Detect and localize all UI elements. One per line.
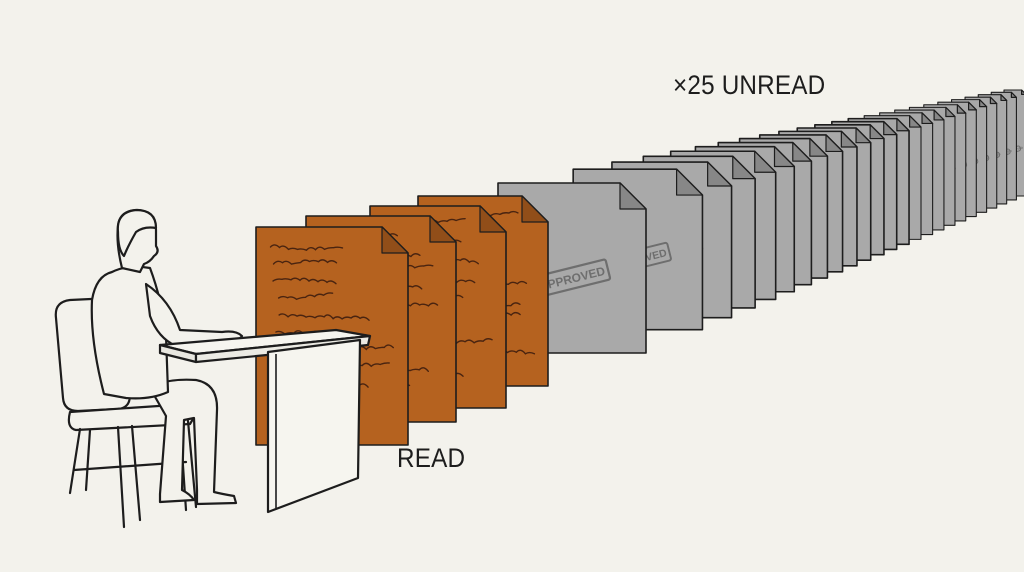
person-arm	[144, 282, 244, 348]
folded-corner	[773, 146, 795, 168]
folded-corner	[792, 141, 813, 162]
folded-corner	[840, 130, 858, 148]
person-hair	[116, 208, 158, 258]
folded-corner	[707, 161, 733, 187]
folded-corner	[979, 99, 988, 108]
person-legs	[148, 378, 238, 506]
folded-corner	[809, 137, 829, 157]
folded-corner	[855, 127, 872, 144]
scribble	[269, 244, 344, 252]
scribble	[272, 277, 337, 285]
folded-corner	[945, 106, 956, 118]
person-torso	[90, 265, 170, 400]
folded-corner	[1010, 91, 1018, 98]
desk	[158, 328, 372, 514]
folded-corner	[869, 124, 885, 140]
folded-corner	[921, 112, 934, 125]
scribble	[278, 313, 370, 321]
folded-corner	[521, 195, 549, 223]
folded-corner	[909, 115, 922, 128]
unread-documents: APPROVEDAPPROVEDAPPROVEDAPPROVEDAPPROVED…	[497, 89, 1024, 354]
folded-corner	[883, 121, 898, 136]
folded-corner	[1000, 94, 1008, 102]
folded-corner	[429, 215, 457, 243]
folded-corner	[825, 134, 844, 153]
folded-corner	[479, 205, 507, 233]
person	[90, 208, 244, 506]
folded-corner	[754, 150, 777, 173]
folded-corner	[896, 118, 910, 132]
folded-corner	[619, 182, 647, 210]
folded-corner	[381, 226, 409, 254]
folded-corner	[933, 109, 945, 121]
folded-corner	[968, 101, 977, 111]
scribble	[272, 259, 338, 265]
unread-count-label: ×25 UNREAD	[673, 70, 826, 100]
folded-corner	[675, 168, 704, 196]
desk-side-panel	[266, 338, 362, 514]
read-label: READ	[397, 443, 466, 473]
scribble	[277, 292, 334, 301]
folded-corner	[956, 104, 967, 114]
folded-corner	[732, 155, 756, 180]
folded-corner	[989, 96, 998, 105]
